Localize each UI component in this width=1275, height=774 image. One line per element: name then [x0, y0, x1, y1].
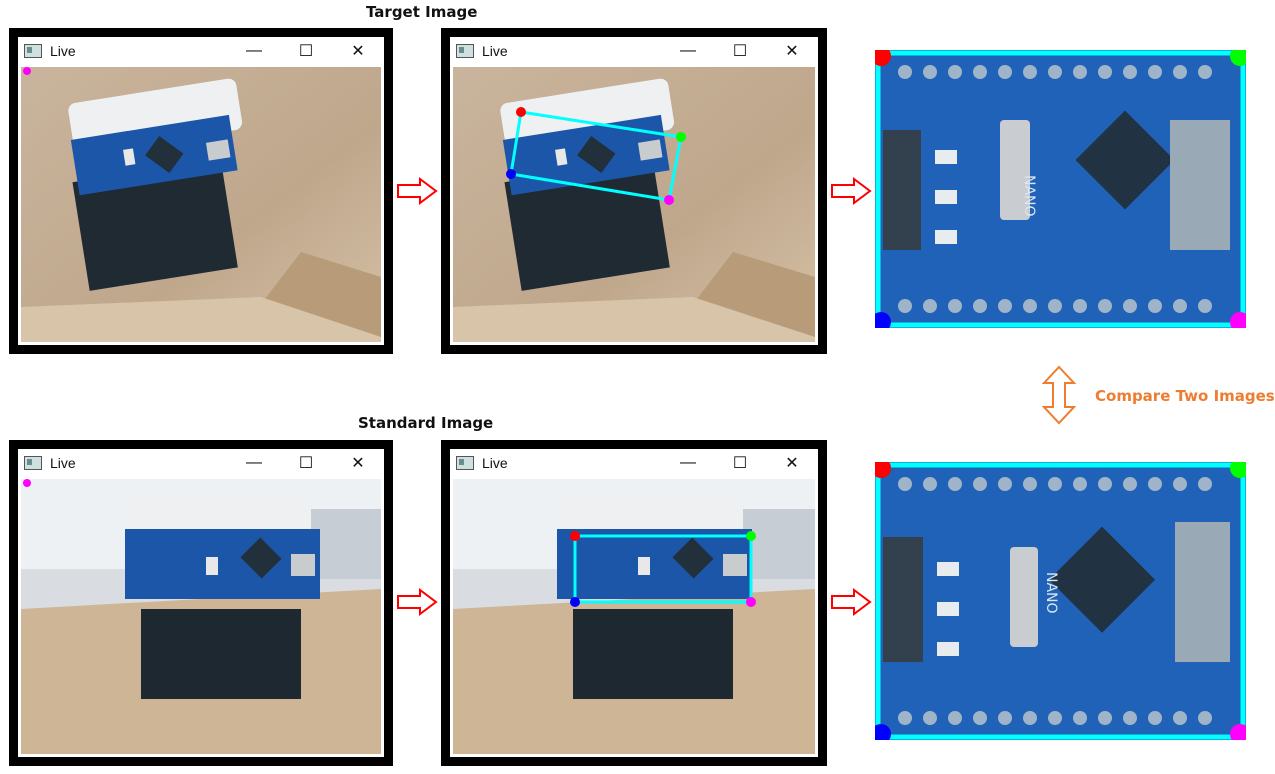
red-right-arrow-icon — [397, 177, 438, 205]
live-window-icon — [456, 44, 474, 58]
window-titlebar: Live — ☐ ✕ — [18, 449, 384, 477]
window-title: Live — [50, 455, 76, 471]
live-camera-view — [453, 67, 815, 342]
minimize-button[interactable]: — — [680, 42, 696, 59]
corner-marker-blue — [506, 169, 516, 179]
orange-double-arrow-icon — [1042, 365, 1076, 425]
board-label: NANO — [1021, 175, 1037, 217]
live-window-icon — [24, 44, 42, 58]
close-button[interactable]: ✕ — [351, 43, 365, 60]
corner-marker-blue — [570, 597, 580, 607]
target-camera-frame-detected — [453, 67, 815, 342]
corner-marker-red — [516, 107, 526, 117]
window-titlebar: Live — ☐ ✕ — [18, 37, 384, 65]
red-right-arrow-icon — [831, 177, 872, 205]
corner-marker-green — [676, 132, 686, 142]
detection-box — [573, 534, 753, 604]
corner-marker — [23, 479, 31, 487]
close-button[interactable]: ✕ — [785, 455, 799, 472]
standard-live-window-frame: Live — ☐ ✕ — [9, 440, 393, 766]
standard-detected-window: Live — ☐ ✕ — [450, 449, 818, 757]
minimize-button[interactable]: — — [246, 42, 262, 59]
corner-marker-red — [875, 462, 891, 478]
corner-marker-red — [570, 531, 580, 541]
minimize-button[interactable]: — — [680, 454, 696, 471]
close-button[interactable]: ✕ — [785, 43, 799, 60]
corner-marker-blue — [875, 312, 891, 328]
target-warped-board-crop: NANO — [875, 50, 1246, 328]
standard-detected-window-frame: Live — ☐ ✕ — [441, 440, 827, 766]
target-image-caption: Target Image — [366, 3, 478, 21]
corner-marker-blue — [875, 724, 891, 740]
standard-camera-frame-detected — [453, 479, 815, 754]
live-camera-view — [453, 479, 815, 754]
target-detected-window-frame: Live — ☐ ✕ — [441, 28, 827, 354]
red-right-arrow-icon — [831, 588, 872, 616]
corner-marker-red — [875, 50, 891, 66]
live-window-icon — [24, 456, 42, 470]
minimize-button[interactable]: — — [246, 454, 262, 471]
window-title: Live — [50, 43, 76, 59]
corner-marker-magenta — [1230, 724, 1246, 740]
close-button[interactable]: ✕ — [351, 455, 365, 472]
window-title: Live — [482, 455, 508, 471]
corner-marker — [23, 67, 31, 75]
target-live-window-frame: Live — ☐ ✕ — [9, 28, 393, 354]
target-detected-window: Live — ☐ ✕ — [450, 37, 818, 345]
maximize-button[interactable]: ☐ — [298, 455, 314, 472]
corner-marker-green — [746, 531, 756, 541]
target-camera-frame — [21, 67, 381, 342]
corner-marker-magenta — [1230, 312, 1246, 328]
corner-marker-green — [1230, 50, 1246, 66]
board-label: NANO — [1043, 572, 1059, 614]
standard-camera-frame — [21, 479, 381, 754]
standard-warped-board-crop: NANO — [875, 462, 1246, 740]
window-titlebar: Live — ☐ ✕ — [450, 449, 818, 477]
compare-two-images-label: Compare Two Images — [1095, 387, 1275, 405]
window-titlebar: Live — ☐ ✕ — [450, 37, 818, 65]
maximize-button[interactable]: ☐ — [298, 43, 314, 60]
live-window-icon — [456, 456, 474, 470]
live-camera-view — [21, 67, 381, 342]
maximize-button[interactable]: ☐ — [732, 43, 748, 60]
red-right-arrow-icon — [397, 588, 438, 616]
standard-image-caption: Standard Image — [358, 414, 494, 432]
window-title: Live — [482, 43, 508, 59]
corner-marker-green — [1230, 462, 1246, 478]
standard-live-window: Live — ☐ ✕ — [18, 449, 384, 757]
maximize-button[interactable]: ☐ — [732, 455, 748, 472]
corner-marker-magenta — [664, 195, 674, 205]
corner-marker-magenta — [746, 597, 756, 607]
target-live-window: Live — ☐ ✕ — [18, 37, 384, 345]
live-camera-view — [21, 479, 381, 754]
